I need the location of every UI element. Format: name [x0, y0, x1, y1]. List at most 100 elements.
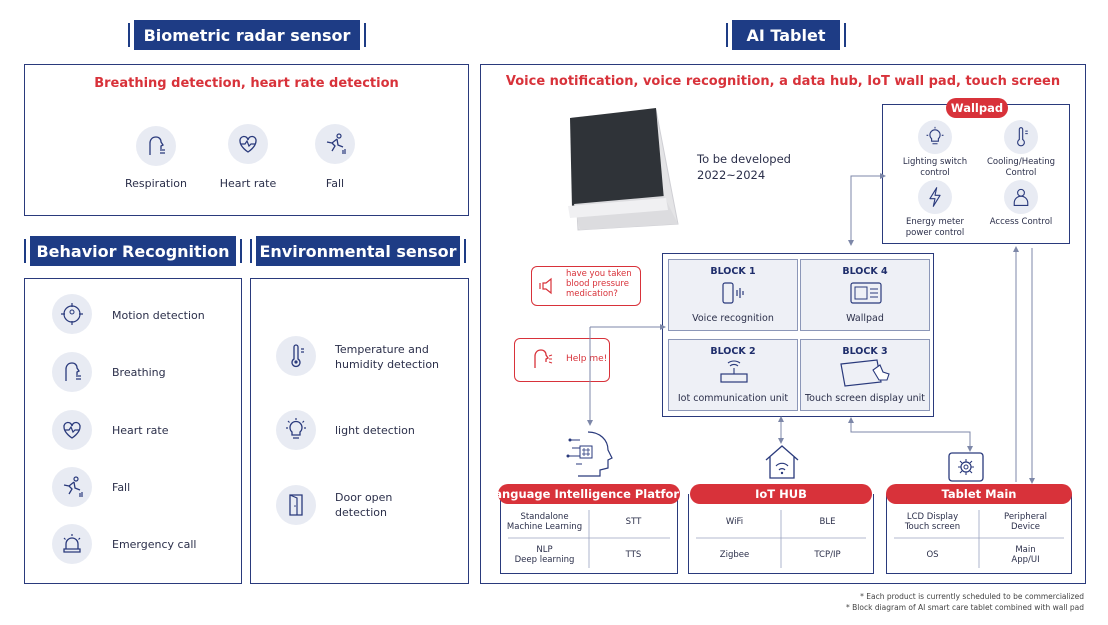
lip-title: Language Intelligence Platform — [487, 484, 691, 504]
question-line3: medication? — [566, 289, 618, 299]
env-temp-line2: humidity detection — [335, 358, 440, 371]
env-item-light: light detection — [335, 424, 415, 437]
tablet-title: AI Tablet — [726, 20, 846, 50]
behavior-item-emergency: Emergency call — [112, 538, 197, 551]
block-2: BLOCK 2 Iot communication unit — [668, 339, 798, 411]
smart-home-wifi-icon — [765, 445, 799, 479]
dev-line1: To be developed — [697, 152, 791, 166]
lip-cell-nlp: NLP Deep learning — [500, 539, 589, 571]
tab-c1b: Touch screen — [904, 522, 961, 532]
env-door-line1: Door open — [335, 491, 393, 504]
iot-cell-wifi: WiFi — [725, 516, 744, 527]
environment-title: Environmental sensor — [250, 236, 466, 266]
person-icon — [1004, 180, 1038, 214]
wallpad-energy-line1: Energy meter — [905, 217, 965, 227]
radar-item-respiration: Respiration — [124, 177, 188, 190]
lip-c3a: NLP — [536, 544, 553, 555]
medication-question-bubble — [531, 266, 641, 306]
block-3-title: BLOCK 3 — [842, 346, 888, 357]
door-icon — [276, 485, 316, 525]
smart-tablet-device-icon — [568, 108, 679, 231]
emergency-bell-icon — [52, 524, 92, 564]
tab-c4a: Main — [1015, 544, 1036, 555]
tablet-gear-icon — [948, 452, 984, 482]
radar-item-fall: Fall — [325, 177, 345, 190]
iot-cell-zigbee: Zigbee — [719, 549, 750, 560]
lip-c3b: Deep learning — [514, 555, 575, 565]
speaker-icon — [539, 277, 552, 295]
touch-screen-icon — [840, 359, 890, 387]
person-speaking-icon — [534, 349, 553, 368]
thermometer-icon — [1004, 120, 1038, 154]
lip-table — [500, 494, 678, 574]
wallpad-icon — [850, 282, 882, 304]
behavior-item-breathing: Breathing — [112, 366, 166, 379]
behavior-panel — [24, 278, 242, 584]
behavior-item-fall: Fall — [112, 481, 131, 494]
wallpad-item-cooling: Cooling/Heating Control — [982, 157, 1060, 179]
light-bulb-icon — [276, 410, 316, 450]
fall-icon — [52, 467, 92, 507]
tab-c2b: Device — [1010, 522, 1041, 532]
wallpad-item-access: Access Control — [989, 217, 1053, 227]
wallpad-cooling-line2: Control — [1005, 168, 1037, 178]
motion-detection-icon — [52, 294, 92, 334]
wallpad-cooling-line1: Cooling/Heating — [986, 157, 1055, 167]
tablet-panel — [480, 64, 1086, 584]
help-text: Help me! — [566, 354, 608, 364]
radar-subtitle: Breathing detection, heart rate detectio… — [94, 76, 399, 91]
tab-c1a: LCD Display — [906, 511, 959, 522]
env-temp-line1: Temperature and — [335, 343, 429, 356]
radar-title: Biometric radar sensor — [128, 20, 366, 50]
block-4: BLOCK 4 Wallpad — [800, 259, 930, 331]
env-door-line2: detection — [335, 506, 387, 519]
behavior-item-heart-rate: Heart rate — [112, 424, 169, 437]
question-line1: have you taken — [566, 269, 632, 279]
wallpad-item-lighting: Lighting switch control — [896, 157, 974, 179]
lip-c1b: Machine Learning — [506, 522, 583, 532]
tabmain-cell-lcd: LCD Display Touch screen — [886, 506, 979, 538]
dev-line2: 2022~2024 — [697, 168, 766, 182]
block-1: BLOCK 1 Voice recognition — [668, 259, 798, 331]
iot-cell-tcpip: TCP/IP — [814, 549, 841, 560]
block-4-title: BLOCK 4 — [842, 266, 888, 277]
tab-c2a: Peripheral — [1004, 511, 1047, 522]
block-3-label: Touch screen display unit — [804, 393, 926, 404]
tablet-subtitle: Voice notification, voice recognition, a… — [505, 74, 1061, 89]
router-icon — [720, 360, 748, 383]
heart-rate-icon — [52, 410, 92, 450]
block-1-label: Voice recognition — [692, 313, 774, 324]
question-line2: blood pressure — [566, 279, 629, 289]
block-1-title: BLOCK 1 — [710, 266, 756, 277]
footnote-1: * Each product is currently scheduled to… — [860, 592, 1084, 601]
lip-c1a: Standalone — [520, 511, 569, 522]
block-4-label: Wallpad — [846, 313, 884, 324]
block-2-title: BLOCK 2 — [710, 346, 756, 357]
behavior-item-motion: Motion detection — [112, 309, 205, 322]
iot-table — [688, 494, 874, 574]
block-2-label: Iot communication unit — [677, 393, 789, 404]
radar-item-heart-rate: Heart rate — [219, 177, 277, 190]
lip-grid-lines — [508, 510, 670, 568]
iot-grid-lines — [696, 510, 866, 568]
lip-cell-standalone: Standalone Machine Learning — [500, 506, 589, 538]
wallpad-label: Wallpad — [946, 98, 1008, 118]
block-3: BLOCK 3 Touch screen display unit — [800, 339, 930, 411]
respiration-icon — [136, 126, 176, 166]
lip-cell-tts: TTS — [625, 549, 642, 560]
wallpad-item-energy: Energy meter power control — [896, 217, 974, 239]
block-diagram-panel — [662, 253, 934, 417]
tabmain-grid-lines — [894, 510, 1064, 568]
wallpad-lighting-line1: Lighting switch — [902, 157, 968, 167]
environment-panel — [250, 278, 469, 584]
behavior-title: Behavior Recognition — [24, 236, 242, 266]
thermometer-icon — [276, 336, 316, 376]
medication-question-text: have you taken blood pressure medication… — [566, 269, 632, 299]
ai-speaker-icon — [722, 282, 744, 304]
tabmain-cell-peripheral: Peripheral Device — [979, 506, 1072, 538]
env-item-door: Door open detection — [335, 490, 392, 520]
ai-brain-head-icon — [566, 431, 613, 477]
env-item-temperature: Temperature and humidity detection — [335, 342, 439, 372]
heart-rate-icon — [228, 124, 268, 164]
lip-cell-stt: STT — [625, 516, 642, 527]
